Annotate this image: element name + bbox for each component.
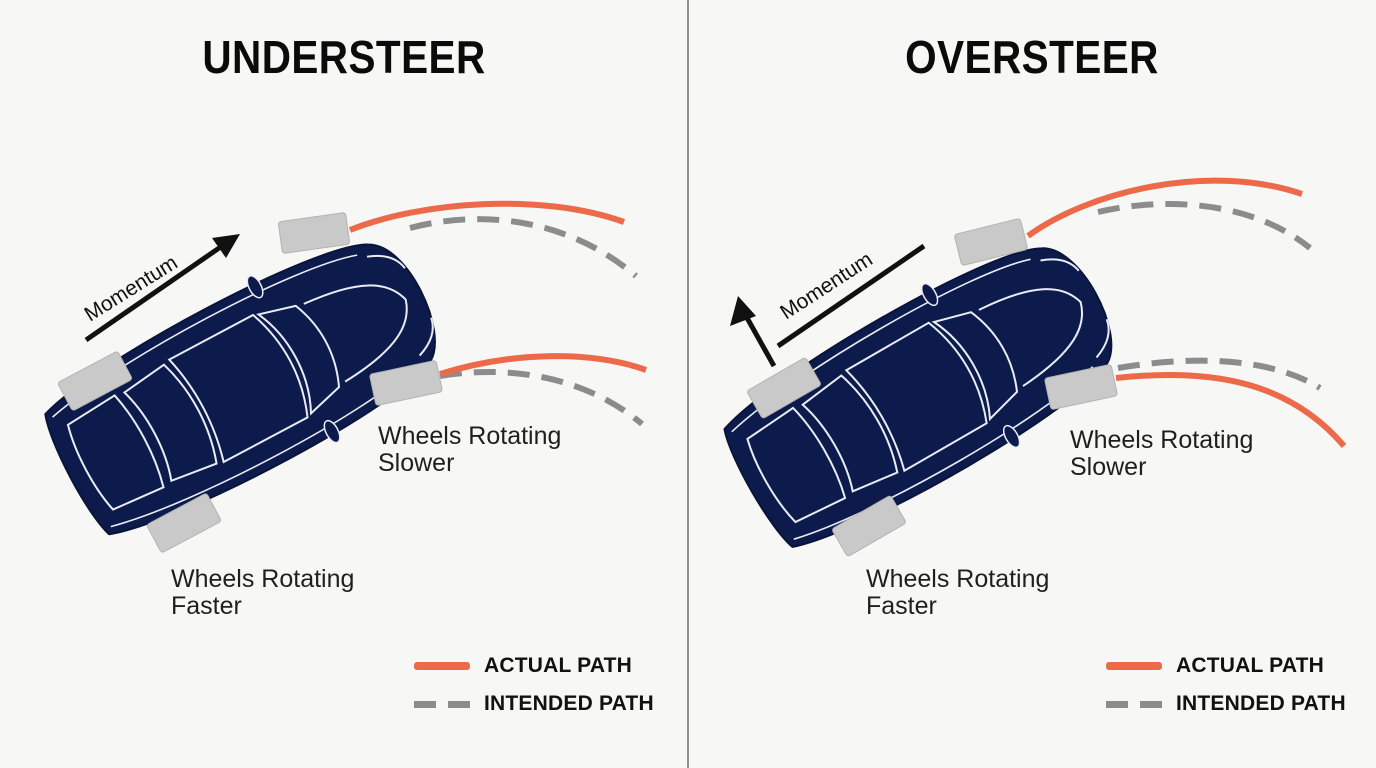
intended-path-front-left	[409, 216, 638, 279]
intended-path-front-right	[1117, 357, 1322, 391]
oversteer-scene: Momentum	[703, 177, 1347, 575]
momentum-label: Momentum	[80, 251, 181, 326]
legend-intended-swatch	[1106, 700, 1162, 708]
fast-wheels-label-line1: Wheels Rotating	[866, 565, 1050, 593]
legend-actual-label: ACTUAL PATH	[484, 654, 633, 677]
fast-wheels-label-line2: Faster	[866, 592, 937, 620]
understeer-panel: UNDERSTEER	[25, 31, 654, 716]
legend-actual-path: ACTUAL PATH	[1106, 654, 1324, 678]
momentum-arrow	[84, 234, 240, 343]
fast-wheels-label-line2: Faster	[171, 592, 242, 620]
slow-wheels-label-line2: Slower	[1070, 453, 1147, 481]
fast-wheels-label: Wheels Rotating Faster	[171, 566, 354, 620]
legend-actual-swatch	[414, 662, 470, 670]
intended-path-front-right	[439, 368, 644, 427]
slow-wheels-label-line1: Wheels Rotating	[1070, 426, 1254, 454]
understeer-scene: Momentum	[25, 200, 648, 562]
oversteer-title: OVERSTEER	[905, 31, 1159, 83]
slow-wheels-label-line1: Wheels Rotating	[378, 422, 562, 450]
slow-wheels-label-line2: Slower	[378, 449, 455, 477]
momentum-arrow	[730, 243, 926, 368]
fast-wheels-label: Wheels Rotating Faster	[866, 566, 1049, 620]
actual-path-front-left	[1026, 177, 1303, 239]
legend-intended-path: INTENDED PATH	[414, 692, 654, 716]
legend-actual-swatch	[1106, 662, 1162, 670]
legend-intended-label: INTENDED PATH	[484, 692, 654, 715]
slow-wheels-label: Wheels Rotating Slower	[1070, 427, 1253, 481]
understeer-title: UNDERSTEER	[202, 31, 486, 83]
legend-intended-swatch	[414, 700, 470, 708]
actual-path-front-right	[1115, 371, 1347, 448]
intended-path-front-left	[1097, 201, 1312, 251]
legend-intended-path: INTENDED PATH	[1106, 692, 1346, 716]
slow-wheels-label: Wheels Rotating Slower	[378, 423, 561, 477]
legend-actual-label: ACTUAL PATH	[1176, 654, 1325, 677]
legend-intended-label: INTENDED PATH	[1176, 692, 1346, 715]
wheel-front-left	[277, 211, 351, 255]
actual-path-front-right	[439, 353, 648, 377]
fast-wheels-label-line1: Wheels Rotating	[171, 565, 355, 593]
legend-actual-path: ACTUAL PATH	[414, 654, 632, 678]
panel-divider	[687, 0, 689, 768]
actual-path-front-left	[348, 200, 626, 233]
oversteer-panel: OVERSTEER Momentum	[688, 0, 1376, 768]
